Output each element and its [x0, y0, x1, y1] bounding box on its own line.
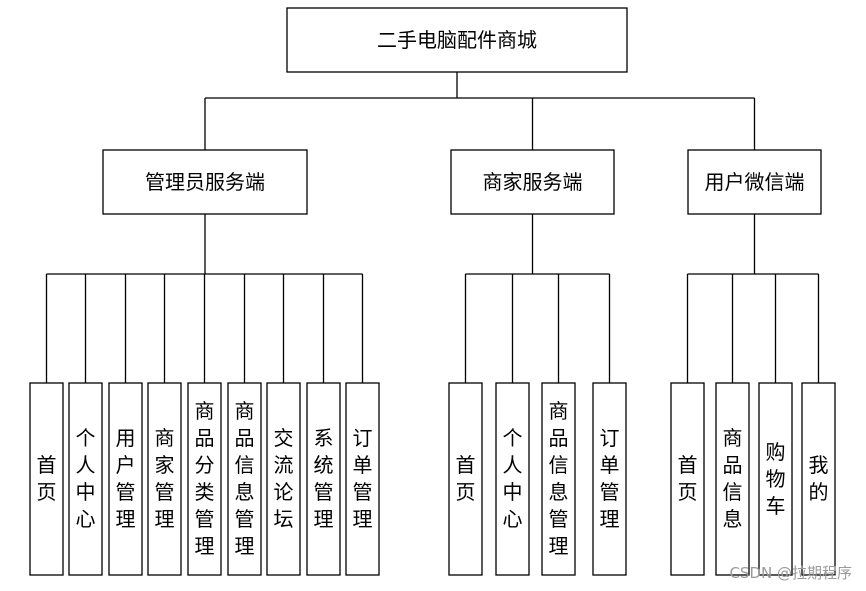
- leaf-node: [448, 382, 483, 576]
- leaf-node-box: 首页: [449, 383, 482, 575]
- leaf-node: [108, 382, 143, 576]
- leaf-node-label: 商品分类管理: [194, 399, 215, 558]
- leaf-node-box: 商品信息管理: [228, 383, 261, 575]
- leaf-node-box: 我的: [802, 383, 835, 575]
- leaf-node: [29, 382, 64, 576]
- leaf-node-box: 商品分类管理: [188, 383, 221, 575]
- leaf-node: [345, 382, 380, 576]
- leaf-node-label: 商品信息: [722, 426, 743, 531]
- leaf-node: [541, 382, 576, 576]
- leaf-node-box: 系统管理: [307, 383, 340, 575]
- leaf-node: [227, 382, 262, 576]
- leaf-node-box: 商品信息管理: [542, 383, 575, 575]
- leaf-node-box: 订单管理: [346, 383, 379, 575]
- leaf-node: [266, 382, 301, 576]
- root-node-label: 二手电脑配件商城: [377, 28, 537, 52]
- branch-node-label: 用户微信端: [705, 170, 805, 194]
- leaf-node-box: 首页: [671, 383, 704, 575]
- leaf-node-label: 个人中心: [502, 426, 523, 531]
- leaf-node-box: 购物车: [759, 383, 792, 575]
- leaf-node-label: 首页: [455, 453, 476, 504]
- branch-node: [102, 149, 308, 215]
- leaf-node: [495, 382, 530, 576]
- leaf-node-box: 商家管理: [148, 383, 181, 575]
- leaf-node-label: 订单管理: [352, 426, 373, 531]
- leaf-node-label: 首页: [677, 453, 698, 504]
- branch-node: [450, 149, 615, 215]
- leaf-node-box: 个人中心: [496, 383, 529, 575]
- leaf-node: [670, 382, 705, 576]
- leaf-node-label: 购物车: [765, 439, 786, 518]
- leaf-node-label: 用户管理: [115, 426, 136, 531]
- leaf-node: [306, 382, 341, 576]
- leaf-node-label: 商品信息管理: [548, 399, 569, 558]
- leaf-node: [592, 382, 627, 576]
- branch-node-label: 管理员服务端: [145, 170, 265, 194]
- leaf-node: [147, 382, 182, 576]
- leaf-node-label: 系统管理: [313, 426, 334, 531]
- leaf-node: [801, 382, 836, 576]
- leaf-node-label: 订单管理: [599, 426, 620, 531]
- leaf-node-box: 个人中心: [69, 383, 102, 575]
- leaf-node: [187, 382, 222, 576]
- leaf-node-box: 用户管理: [109, 383, 142, 575]
- leaf-node: [68, 382, 103, 576]
- leaf-node-box: 首页: [30, 383, 63, 575]
- branch-node-label: 商家服务端: [483, 170, 583, 194]
- leaf-node-label: 交流论坛: [273, 426, 294, 531]
- leaf-node-label: 商品信息管理: [234, 399, 255, 558]
- leaf-node-box: 商品信息: [716, 383, 749, 575]
- leaf-node-label: 首页: [36, 453, 57, 504]
- leaf-node: [758, 382, 793, 576]
- watermark: CSDN @拉期程序: [729, 564, 852, 582]
- leaf-node-box: 交流论坛: [267, 383, 300, 575]
- leaf-node-label: 个人中心: [75, 426, 96, 531]
- root-node: [286, 7, 628, 73]
- leaf-node: [715, 382, 750, 576]
- leaf-node-label: 商家管理: [154, 426, 175, 531]
- leaf-node-box: 订单管理: [593, 383, 626, 575]
- leaf-node-label: 我的: [808, 453, 829, 504]
